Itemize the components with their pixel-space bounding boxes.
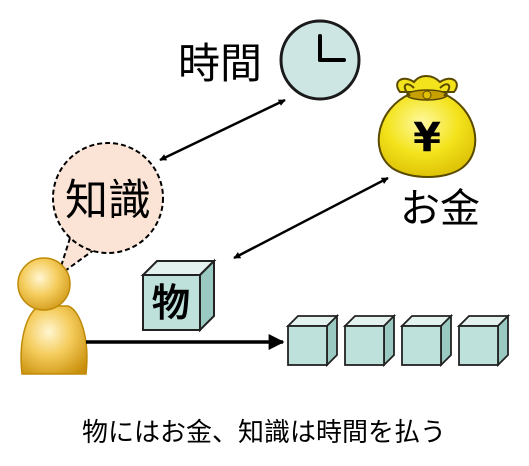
clock-icon — [279, 19, 361, 101]
thing-label: 物 — [152, 281, 190, 325]
cube-row-item — [399, 313, 454, 368]
cube-row — [285, 313, 511, 368]
money-thing-arrow — [233, 176, 389, 260]
money-bag-icon — [377, 75, 477, 178]
time-label: 時間 — [178, 39, 262, 88]
cube-row-item — [285, 313, 340, 368]
yen-sign: ¥ — [413, 115, 441, 161]
cube-row-item — [456, 313, 511, 368]
cube-icon — [140, 258, 217, 333]
thought-bubble-icon — [52, 142, 164, 279]
cube-row-item — [342, 313, 397, 368]
person-icon — [17, 257, 88, 375]
money-label: お金 — [400, 186, 480, 232]
knowledge-label: 知識 — [65, 176, 151, 226]
caption: 物にはお金、知識は時間を払う — [82, 418, 446, 448]
time-knowledge-arrow — [159, 98, 286, 162]
